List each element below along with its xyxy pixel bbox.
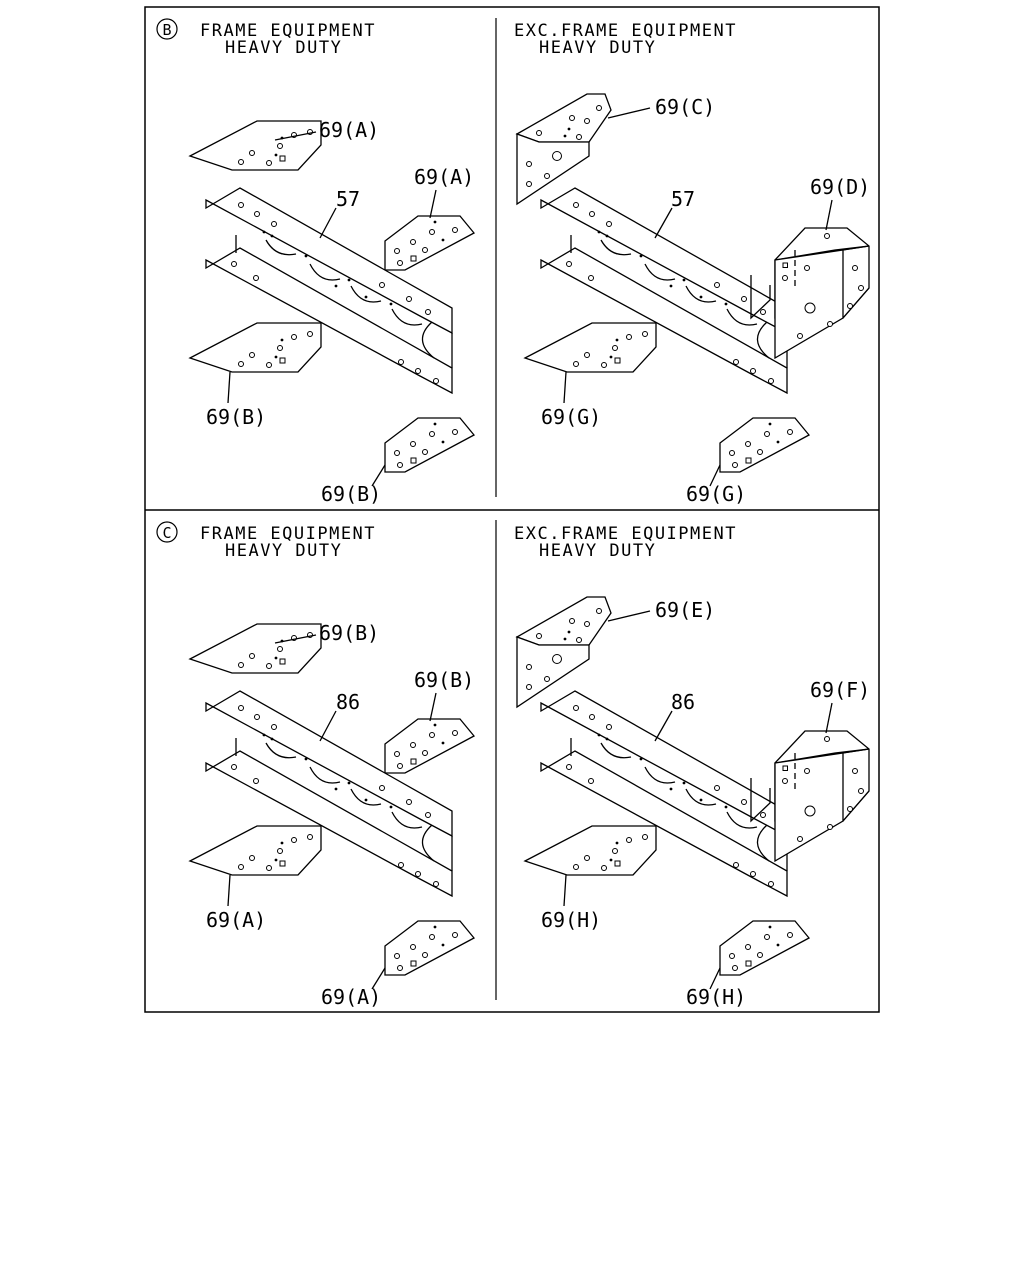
label-panel-c-left-bl: 69(A)	[206, 908, 266, 932]
label-panel-c-right-tl: 69(E)	[655, 598, 715, 622]
label-panel-b-left-bl: 69(B)	[206, 405, 266, 429]
plate-69-g-lower-left	[524, 322, 657, 373]
label-panel-b-right-channel: 57	[671, 187, 695, 211]
panel-c-right-subtitle: HEAVY DUTY	[539, 541, 656, 561]
label-panel-b-left-tl: 69(A)	[319, 118, 379, 142]
panel-b-left-subtitle: HEAVY DUTY	[225, 38, 342, 58]
panel-c-marker-letter: C	[162, 524, 171, 542]
label-panel-c-left-br: 69(A)	[321, 985, 381, 1009]
label-panel-c-left-tl: 69(B)	[319, 621, 379, 645]
bracket-69-e	[516, 596, 612, 708]
plate-69-h-lower-right	[719, 920, 810, 976]
plate-69-a-lower-left	[189, 825, 322, 876]
label-panel-b-left-br: 69(B)	[321, 482, 381, 506]
panel-b-right-subtitle: HEAVY DUTY	[539, 38, 656, 58]
plate-69-g-lower-right	[719, 417, 810, 473]
label-panel-b-left-channel: 57	[336, 187, 360, 211]
label-panel-c-left-channel: 86	[336, 690, 360, 714]
label-panel-c-left-tr: 69(B)	[414, 668, 474, 692]
plate-69-b-lower-right	[384, 417, 475, 473]
label-panel-b-right-tl: 69(C)	[655, 95, 715, 119]
label-panel-b-right-tr: 69(D)	[810, 175, 870, 199]
plate-69-b-upper-right	[384, 718, 475, 774]
panel-b-marker-circle	[156, 18, 178, 40]
panel-c: C FRAME EQUIPMENT HEAVY DUTY 69(B) 69(B)…	[156, 521, 870, 1009]
panel-c-left-subtitle: HEAVY DUTY	[225, 541, 342, 561]
label-panel-c-right-bl: 69(H)	[541, 908, 601, 932]
panel-c-marker-circle	[156, 521, 178, 543]
label-panel-c-right-channel: 86	[671, 690, 695, 714]
bracket-69-c	[516, 93, 612, 205]
plate-69-b-lower-left	[189, 322, 322, 373]
label-panel-c-right-tr: 69(F)	[810, 678, 870, 702]
panel-c-left-title: FRAME EQUIPMENT	[200, 524, 376, 544]
label-panel-b-left-tr: 69(A)	[414, 165, 474, 189]
plate-69-a-upper-right	[384, 215, 475, 271]
panel-b-left-title: FRAME EQUIPMENT	[200, 21, 376, 41]
plate-69-h-lower-left	[524, 825, 657, 876]
panel-b-right-title: EXC.FRAME EQUIPMENT	[514, 21, 737, 41]
label-panel-b-right-bl: 69(G)	[541, 405, 601, 429]
plate-69-a-lower-right	[384, 920, 475, 976]
panel-b: B FRAME EQUIPMENT HEAVY DUTY 69(A) 69(A)…	[156, 18, 870, 506]
plate-69-a-upper-left	[189, 120, 322, 171]
box-bracket-69-f	[774, 730, 870, 862]
panel-b-marker-letter: B	[162, 21, 171, 39]
box-bracket-69-d	[774, 227, 870, 359]
label-panel-c-right-br: 69(H)	[686, 985, 746, 1009]
panel-c-right-title: EXC.FRAME EQUIPMENT	[514, 524, 737, 544]
label-panel-b-right-br: 69(G)	[686, 482, 746, 506]
plate-69-b-upper-left	[189, 623, 322, 674]
